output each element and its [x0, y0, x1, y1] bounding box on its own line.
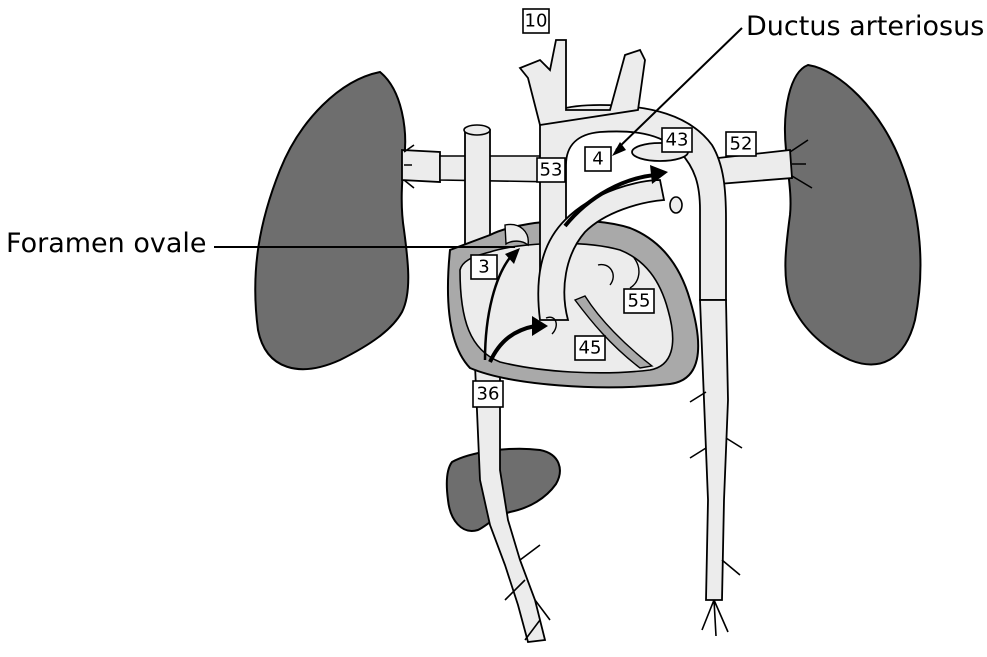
- value-box-45: 45: [575, 336, 605, 360]
- svg-text:55: 55: [628, 291, 651, 312]
- svg-text:36: 36: [477, 384, 500, 405]
- value-box-43: 43: [662, 128, 692, 152]
- value-box-3: 3: [471, 255, 497, 279]
- value-box-10: 10: [523, 9, 549, 33]
- svg-text:45: 45: [579, 338, 602, 359]
- svg-text:10: 10: [525, 11, 548, 32]
- left-pulmonary-vessel: [402, 150, 440, 182]
- ductus-arteriosus-leader-tip: [612, 142, 626, 156]
- svg-text:52: 52: [730, 134, 753, 155]
- svg-text:53: 53: [540, 160, 563, 181]
- svg-text:4: 4: [592, 149, 603, 170]
- ductus-arteriosus-label: Ductus arteriosus: [746, 11, 984, 42]
- right-lung: [785, 65, 920, 364]
- svg-text:43: 43: [666, 130, 689, 151]
- value-box-36: 36: [473, 381, 503, 407]
- value-box-53: 53: [537, 158, 565, 182]
- svg-text:3: 3: [478, 257, 489, 278]
- foramen-ovale-label: Foramen ovale: [6, 228, 207, 259]
- svc-opening: [464, 125, 490, 135]
- value-box-4: 4: [585, 147, 611, 171]
- superior-vena-cava: [465, 130, 490, 250]
- value-box-55: 55: [624, 289, 654, 313]
- value-box-52: 52: [726, 132, 756, 156]
- aortic-valve-opening: [670, 197, 682, 213]
- head-vessels: [520, 40, 645, 125]
- left-lung: [255, 72, 408, 369]
